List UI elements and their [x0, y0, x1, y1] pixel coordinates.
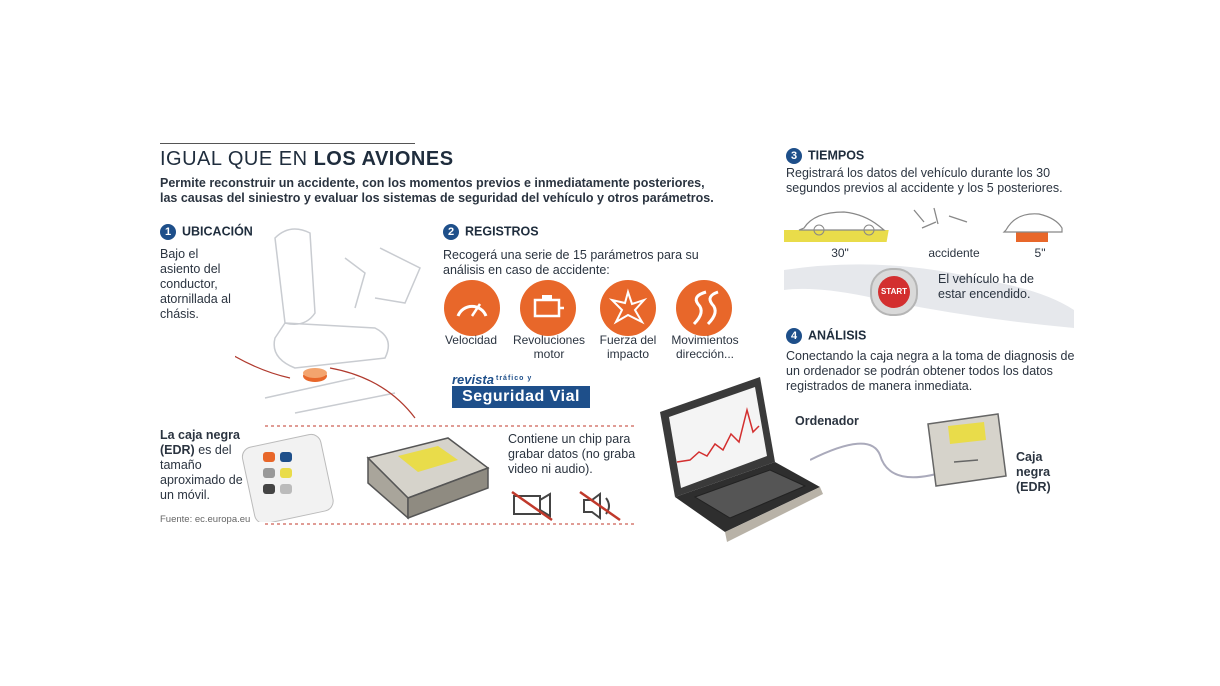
dotted-frame: [265, 425, 635, 525]
page-title: IGUAL QUE EN LOS AVIONES: [160, 148, 454, 171]
caja-rest: es del tamaño aproximado de un móvil.: [160, 443, 243, 502]
section-tiempos-heading: 3 TIEMPOS: [786, 148, 864, 164]
computer-label: Ordenador: [795, 414, 859, 428]
laptop-illustration: [660, 377, 823, 542]
section-registros-body: Recogerá una serie de 15 parámetros para…: [443, 248, 699, 277]
param-label: Movimientos dirección...: [671, 333, 739, 361]
logo-main: Seguridad Vial: [452, 386, 590, 408]
intro-text: Permite reconstruir un accidente, con lo…: [160, 176, 714, 205]
section-registros-title: REGISTROS: [465, 224, 539, 239]
time-before: 30": [831, 246, 849, 260]
logo-top: revista: [452, 372, 494, 387]
revista-logo: revista tráfico y Seguridad Vial: [452, 372, 590, 410]
section-number-2: 2: [443, 224, 459, 240]
time-accident: accidente: [928, 246, 980, 260]
phone-illustration: [241, 433, 334, 522]
caja-bold: La caja negra (EDR): [160, 428, 240, 457]
box-label: Caja negra (EDR): [1016, 450, 1051, 494]
source-text: Fuente: ec.europa.eu: [160, 514, 251, 525]
section-number-4: 4: [786, 328, 802, 344]
section-analisis-heading: 4 ANÁLISIS: [786, 328, 866, 344]
no-video-icon: [511, 490, 553, 522]
no-video-no-audio-icons: [511, 490, 621, 522]
black-box-small-illustration: [927, 413, 1007, 487]
section-number-1: 1: [160, 224, 176, 240]
engine-note: El vehículo ha de estar encendido.: [938, 272, 1034, 301]
title-light: IGUAL QUE EN: [160, 148, 314, 170]
section-ubicacion-title: UBICACIÓN: [182, 224, 253, 239]
road-icon: [676, 280, 732, 336]
title-rule: [160, 143, 415, 144]
section-ubicacion-body: Bajo el asiento del conductor, atornilla…: [160, 247, 231, 321]
section-tiempos-title: TIEMPOS: [808, 148, 865, 163]
chip-note: Contiene un chip para grabar datos (no g…: [508, 432, 636, 476]
timeline-illustration: [784, 207, 1074, 328]
logo-sub: tráfico y: [496, 375, 533, 382]
section-ubicacion-heading: 1 UBICACIÓN: [160, 224, 253, 240]
speedometer-icon: [444, 280, 500, 336]
black-box-illustration: [366, 437, 490, 520]
impact-icon: [600, 280, 656, 336]
section-analisis-title: ANÁLISIS: [808, 328, 867, 343]
start-button-illustration: START: [870, 268, 918, 316]
title-bold: LOS AVIONES: [313, 148, 454, 170]
time-after: 5": [1034, 246, 1046, 260]
section-tiempos-body: Registrará los datos del vehículo durant…: [786, 166, 1063, 195]
engine-icon: [520, 280, 576, 336]
param-label: Fuerza del impacto: [599, 333, 657, 361]
section-analisis-body: Conectando la caja negra a la toma de di…: [786, 349, 1075, 393]
section-number-3: 3: [786, 148, 802, 164]
car-seat-illustration: [235, 228, 421, 419]
param-label: Velocidad: [444, 333, 498, 347]
no-audio-icon: [579, 490, 621, 522]
caja-description: La caja negra (EDR) es del tamaño aproxi…: [160, 428, 250, 503]
section-registros-heading: 2 REGISTROS: [443, 224, 539, 240]
start-label: START: [878, 276, 910, 308]
param-label: Revoluciones motor: [512, 333, 586, 361]
